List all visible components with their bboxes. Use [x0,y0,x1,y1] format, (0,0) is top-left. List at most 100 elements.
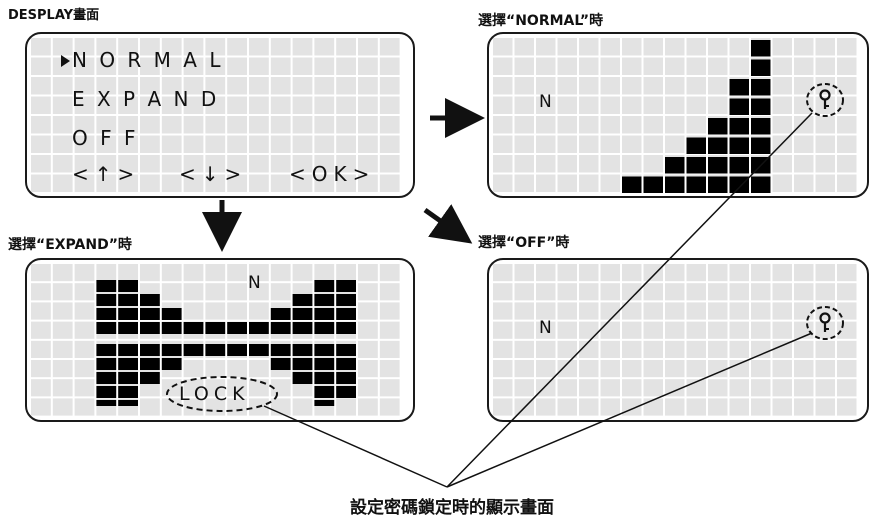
lcd-cell [161,174,182,192]
lcd-cell [686,379,706,397]
lcd-cell [600,302,620,320]
lcd-cell [579,135,599,153]
lcd-cell [729,38,749,56]
lcd-cell [249,283,269,301]
lcd-cell [314,135,335,153]
lcd-cell [249,57,269,75]
lcd-cell [665,38,685,56]
lcd-cell [514,283,534,301]
lcd-cell [270,174,291,192]
lcd-cell [600,379,620,397]
lcd-cell [96,302,117,320]
lcd-cell [314,77,335,95]
lcd-cell [536,264,556,282]
normal-display-panel: N [487,32,869,198]
lcd-cell [52,174,73,192]
lcd-cell [227,38,247,56]
lcd-cell [837,264,857,282]
lcd-cell [493,321,513,339]
lcd-cell [708,264,728,282]
lcd-cell [118,264,138,282]
lcd-cell [118,302,138,320]
lcd-cell [772,116,792,134]
lcd-cell [837,57,857,75]
lcd-cell [815,155,835,173]
lcd-cell [815,398,835,416]
menu-option-off[interactable]: O F F [72,126,139,150]
lcd-cell [557,379,577,397]
lcd-cell [751,398,771,416]
lcd-cell [292,340,313,358]
lcd-cell [96,135,117,153]
lcd-cell [686,174,706,192]
lcd-cell [358,38,378,56]
lcd-cell [772,379,792,397]
lcd-cell [249,360,269,378]
lcd-cell [794,174,814,192]
lcd-cell [708,321,728,339]
lcd-cell [729,302,749,320]
lcd-cell [161,135,182,153]
lcd-cell [379,379,400,397]
lcd-cell [837,116,857,134]
lcd-cell [729,379,749,397]
lcd-cell [514,360,534,378]
lcd-cell [31,264,51,282]
lcd-cell [665,302,685,320]
lcd-cell [579,155,599,173]
lcd-cell [96,379,117,397]
lcd-cell [600,38,620,56]
lcd-cell [183,155,204,173]
lcd-cell [336,264,356,282]
lcd-cell [227,283,247,301]
lcd-cell [643,174,663,192]
lcd-cell [183,77,204,95]
lcd-cell [161,38,182,56]
lcd-cell [729,135,749,153]
lcd-cell [358,135,378,153]
lcd-cell [536,174,556,192]
nav-up-button[interactable]: <↑> [72,162,141,186]
lcd-cell [729,57,749,75]
lcd-cell [686,38,706,56]
lcd-cell [183,360,204,378]
lcd-cell [270,135,291,153]
lcd-cell [686,116,706,134]
lcd-cell [183,264,204,282]
lcd-cell [557,283,577,301]
lcd-cell [772,174,792,192]
lcd-cell [314,321,335,339]
lcd-cell [52,135,73,153]
menu-option-normal[interactable]: N O R M A L [72,48,224,72]
lcd-cell [292,174,313,192]
lcd-cell [772,57,792,75]
lcd-cell [751,321,771,339]
lcd-cell [837,96,857,114]
lcd-cell [31,340,51,358]
lcd-cell [205,96,226,114]
lcd-cell [161,77,182,95]
lcd-cell [379,283,400,301]
lcd-cell [96,360,117,378]
lcd-cell [140,116,160,134]
lcd-cell [536,379,556,397]
lock-indicator: LOCK [179,383,250,405]
lcd-cell [74,360,95,378]
lcd-cell [31,283,51,301]
lcd-cell [205,135,226,153]
off-display-panel: N [487,258,869,422]
lcd-cell [622,96,642,114]
lcd-cell [493,398,513,416]
ok-button[interactable]: <OK> [289,162,376,186]
lcd-cell [140,174,160,192]
lcd-cell [249,321,269,339]
lcd-cell [751,340,771,358]
lcd-cell [74,379,95,397]
lcd-cell [292,38,313,56]
nav-down-button[interactable]: <↓> [179,162,248,186]
lcd-cell [96,96,117,114]
lcd-cell [52,398,73,416]
lcd-cell [772,360,792,378]
lcd-cell [686,283,706,301]
menu-option-expand[interactable]: E X P A N D [72,87,220,111]
